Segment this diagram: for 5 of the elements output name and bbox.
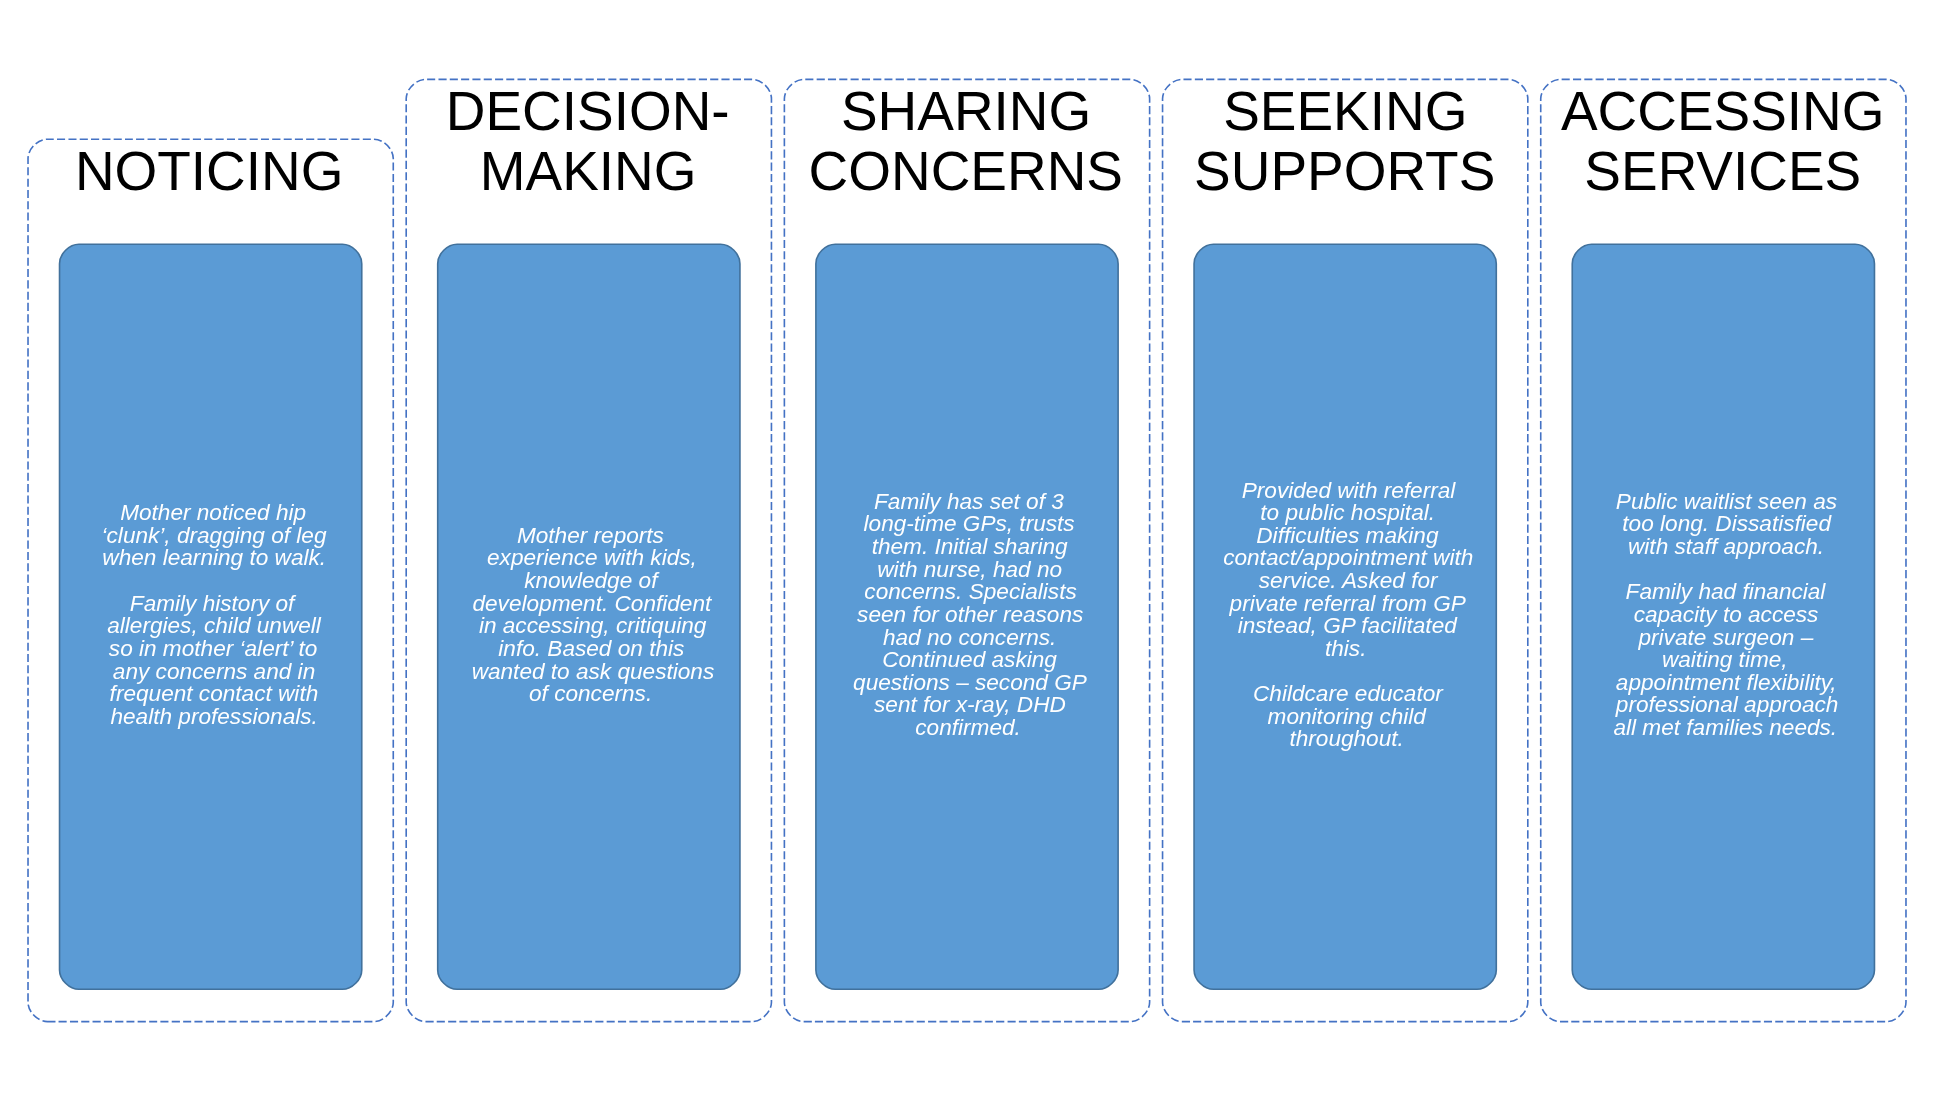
- node-box: Mother noticed hip ‘clunk’, dragging of leg when learning to walk. Family history of allergies, child unwell so in mother ‘alert’ to any concerns and in frequent contact with health professionals.: [58, 243, 363, 991]
- node-box: Provided with referral to public hospital. Difficulties making contact/appointment with service. Asked for private referral from GP instead, GP facilitated this. Childcare educator monitoring child throughout.: [1193, 243, 1498, 991]
- node-box: Mother reports experience with kids, knowledge of development. Confident in accessing, critiquing info. Based on this wanted to ask questions of concerns.: [436, 243, 741, 991]
- node-box: Public waitlist seen as too long. Dissatisfied with staff approach. Family had financial capacity to access private surgeon – waiting time, appointment flexibility, professional approach all met families needs.: [1571, 243, 1876, 991]
- node-box: Family has set of 3 long-time GPs, trusts them. Initial sharing with nurse, had no concerns. Specialists seen for other reasons had no concerns. Continued asking questions – second GP sent for x-ray, DHD confirmed.: [815, 243, 1119, 991]
